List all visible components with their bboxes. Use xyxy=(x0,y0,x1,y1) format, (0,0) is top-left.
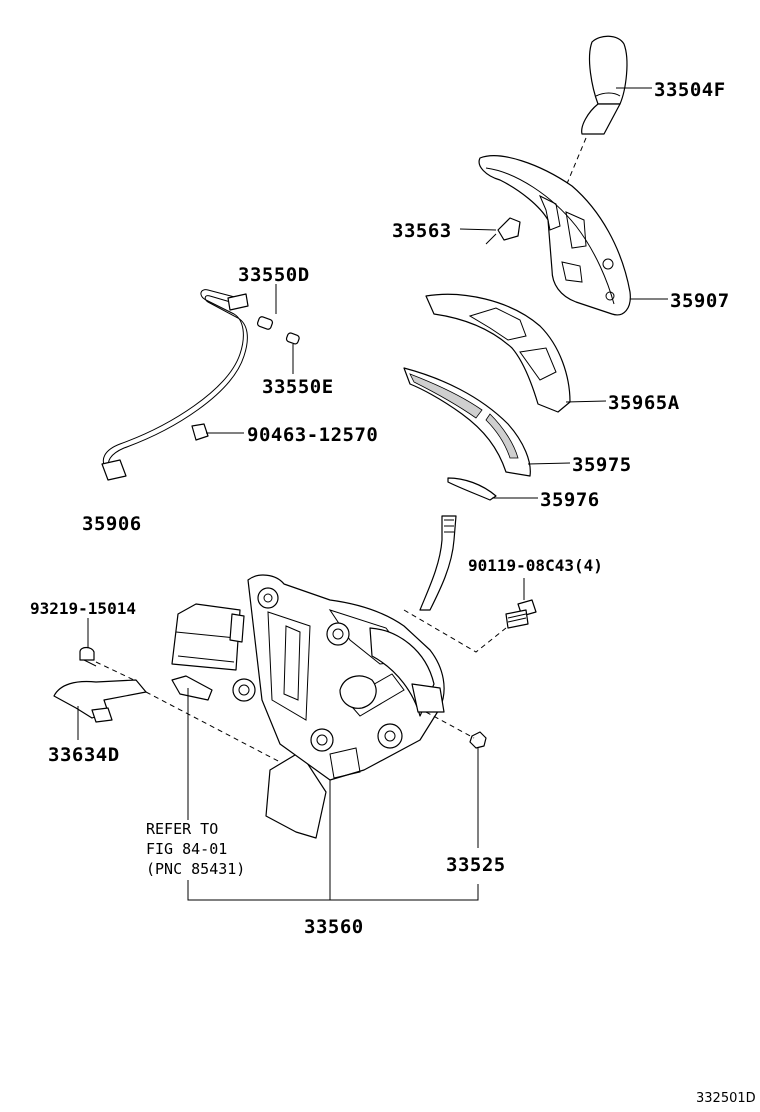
bulb-33550E-part xyxy=(285,332,300,345)
label-33634D: 33634D xyxy=(48,744,120,766)
bulb-33550D-part xyxy=(256,316,274,330)
plate-35975-part xyxy=(403,367,531,477)
bolt-90119-part xyxy=(505,599,537,629)
label-33550E: 33550E xyxy=(262,376,334,398)
label-35976: 35976 xyxy=(540,489,600,511)
cable-35906-part xyxy=(101,289,249,481)
label-35975: 35975 xyxy=(572,454,632,476)
shift-knob-part xyxy=(565,35,628,187)
connector-part xyxy=(171,603,245,701)
figure-id: 332501D xyxy=(696,1091,756,1106)
label-90463: 90463-12570 xyxy=(247,424,378,446)
label-33525: 33525 xyxy=(446,854,506,876)
bracket-33634D-part xyxy=(53,679,147,723)
label-35965A: 35965A xyxy=(608,392,680,414)
label-93219: 93219-15014 xyxy=(30,599,136,618)
shift-lever-assembly-part xyxy=(232,515,457,839)
label-33504F: 33504F xyxy=(654,79,726,101)
note-line-1: REFER TO xyxy=(146,820,218,838)
label-33563: 33563 xyxy=(392,220,452,242)
clip-90463-part xyxy=(191,423,209,441)
label-33550D: 33550D xyxy=(238,264,310,286)
label-35906: 35906 xyxy=(82,513,142,535)
note-line-2: FIG 84-01 xyxy=(146,840,227,858)
screw-93219-part xyxy=(79,646,97,667)
nut-33525-part xyxy=(469,731,487,749)
label-33560: 33560 xyxy=(304,916,364,938)
clip-33563-part xyxy=(485,217,521,245)
label-90119: 90119-08C43(4) xyxy=(468,556,603,575)
label-35907: 35907 xyxy=(670,290,730,312)
bezel-part xyxy=(478,155,631,316)
slide-35976-part xyxy=(447,477,497,501)
note-line-3: (PNC 85431) xyxy=(146,860,245,878)
